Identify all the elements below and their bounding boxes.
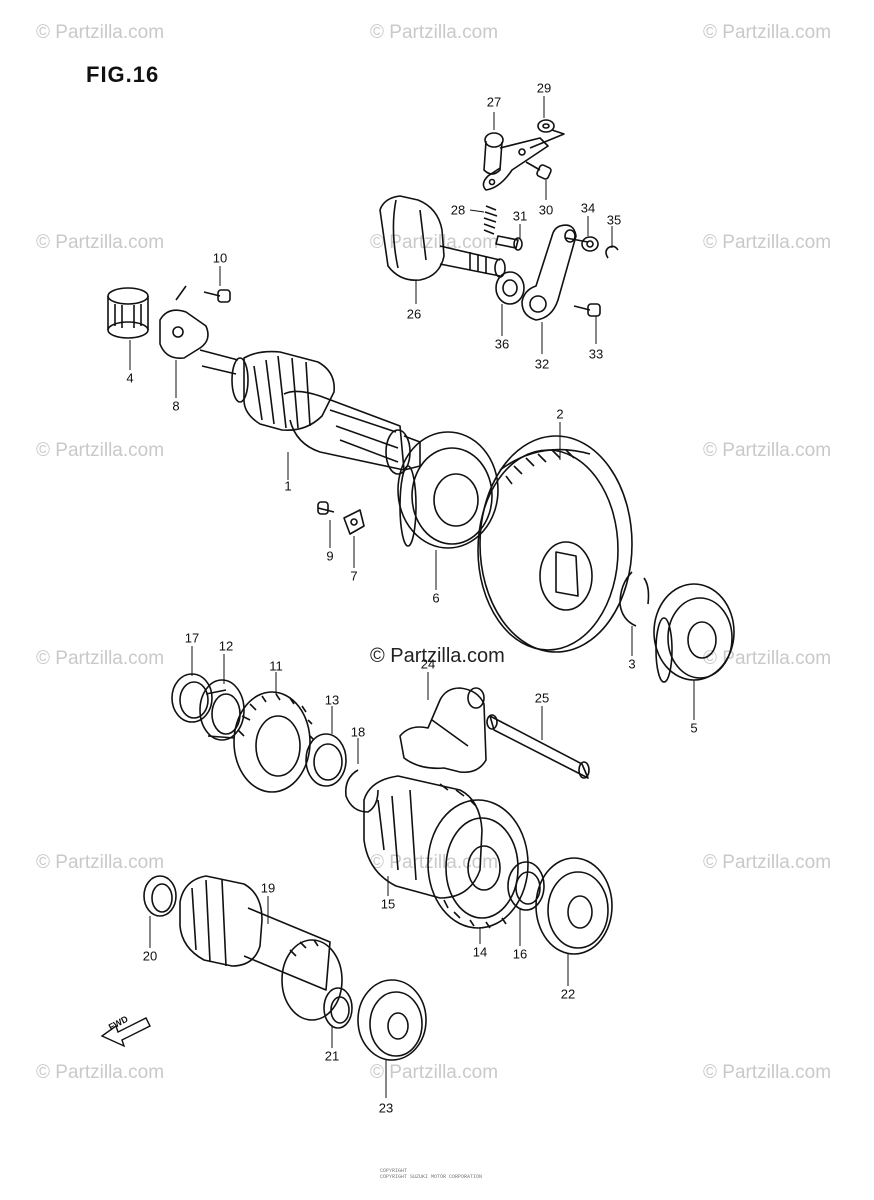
part-8-plate (159, 285, 209, 360)
callout-28: 28 (450, 202, 466, 218)
watermark: © Partzilla.com (703, 232, 832, 253)
part-18-circlip (344, 769, 379, 813)
part-5-bearing (653, 583, 735, 683)
watermark: © Partzilla.com (703, 22, 832, 43)
part-4-needle-bearing (107, 287, 149, 339)
callout-25: 25 (534, 690, 550, 706)
callout-12: 12 (218, 638, 234, 654)
part-20-washer (143, 875, 177, 917)
part-31-pin (495, 235, 523, 251)
part-13-washer (305, 733, 347, 787)
watermark: © Partzilla.com (703, 852, 832, 873)
watermark: © Partzilla.com (703, 440, 832, 461)
part-22-bearing (535, 857, 613, 955)
callout-15: 15 (380, 896, 396, 912)
part-30-bolt (525, 161, 552, 180)
callout-3: 3 (628, 656, 636, 672)
copyright-footer: COPYRIGHT COPYRIGHT SUZUKI MOTOR CORPORA… (380, 1168, 482, 1180)
callout-20: 20 (142, 948, 158, 964)
part-32-shift-arm (521, 224, 589, 321)
callout-29: 29 (536, 80, 552, 96)
callout-30: 30 (538, 202, 554, 218)
callout-24: 24 (420, 656, 436, 672)
callout-22: 22 (560, 986, 576, 1002)
part-34-washer (581, 236, 599, 252)
callout-23: 23 (378, 1100, 394, 1116)
callout-5: 5 (690, 720, 698, 736)
part-33-bolt (573, 303, 601, 317)
callout-19: 19 (260, 880, 276, 896)
part-36-bearing (495, 271, 525, 305)
callout-7: 7 (350, 568, 358, 584)
part-14-gear (427, 799, 529, 929)
callout-16: 16 (512, 946, 528, 962)
part-15-gear-assembly (363, 775, 483, 899)
watermark: © Partzilla.com (370, 1062, 499, 1083)
part-10-bolt (203, 289, 231, 303)
callout-32: 32 (534, 356, 550, 372)
callout-6: 6 (432, 590, 440, 606)
callout-2: 2 (556, 406, 564, 422)
figure-title: FIG.16 (86, 62, 160, 87)
watermark: © Partzilla.com (703, 1062, 832, 1083)
watermark: © Partzilla.com (36, 22, 165, 43)
part-11-gear (233, 691, 315, 793)
part-27-lever-arm (482, 132, 549, 191)
center-watermark: © Partzilla.com (370, 645, 505, 667)
part-28-spring (483, 205, 498, 235)
callout-9: 9 (326, 548, 334, 564)
callout-11: 11 (269, 658, 283, 674)
part-26-shift-cam (379, 195, 506, 282)
callout-14: 14 (472, 944, 488, 960)
callout-10: 10 (212, 250, 228, 266)
fwd-arrow-icon (100, 1017, 151, 1048)
callout-8: 8 (172, 398, 180, 414)
part-19-drive-shaft (179, 875, 343, 1021)
watermark: © Partzilla.com (36, 232, 165, 253)
part-35-circlip (605, 245, 619, 259)
leader-lines (129, 96, 695, 1098)
part-12-bushing (199, 679, 245, 741)
callout-27: 27 (486, 94, 502, 110)
part-2-primary-gear (477, 435, 633, 653)
part-25-shift-shaft (486, 714, 590, 779)
watermark: © Partzilla.com (370, 852, 499, 873)
part-1-countershaft (199, 349, 421, 475)
watermark: © Partzilla.com (370, 232, 499, 253)
part-17-washer (171, 673, 213, 723)
watermark: © Partzilla.com (36, 1062, 165, 1083)
callout-36: 36 (494, 336, 510, 352)
callout-1: 1 (284, 478, 292, 494)
callout-26: 26 (406, 306, 422, 322)
part-7-lock-plate (343, 509, 365, 535)
part-21-washer (323, 987, 353, 1029)
part-23-bearing (357, 979, 427, 1061)
callout-34: 34 (580, 200, 596, 216)
part-6-bearing (397, 431, 499, 549)
callout-18: 18 (350, 724, 366, 740)
footer-line: COPYRIGHT (380, 1168, 408, 1174)
part-29-washer (529, 119, 565, 149)
callout-17: 17 (184, 630, 200, 646)
watermark: © Partzilla.com (36, 852, 165, 873)
part-24-shift-fork (399, 687, 487, 774)
watermark: © Partzilla.com (36, 440, 165, 461)
watermark: © Partzilla.com (370, 22, 499, 43)
part-3-circlip (619, 571, 650, 627)
footer-line: COPYRIGHT SUZUKI MOTOR CORPORATION (380, 1174, 483, 1180)
part-9-bolt (317, 501, 335, 515)
part-16-washer (507, 861, 545, 911)
watermark: © Partzilla.com (703, 648, 832, 669)
callout-21: 21 (324, 1048, 340, 1064)
callout-33: 33 (588, 346, 604, 362)
callout-31: 31 (512, 208, 528, 224)
callout-4: 4 (126, 370, 134, 386)
callout-13: 13 (324, 692, 340, 708)
callout-35: 35 (606, 212, 622, 228)
watermark: © Partzilla.com (36, 648, 165, 669)
